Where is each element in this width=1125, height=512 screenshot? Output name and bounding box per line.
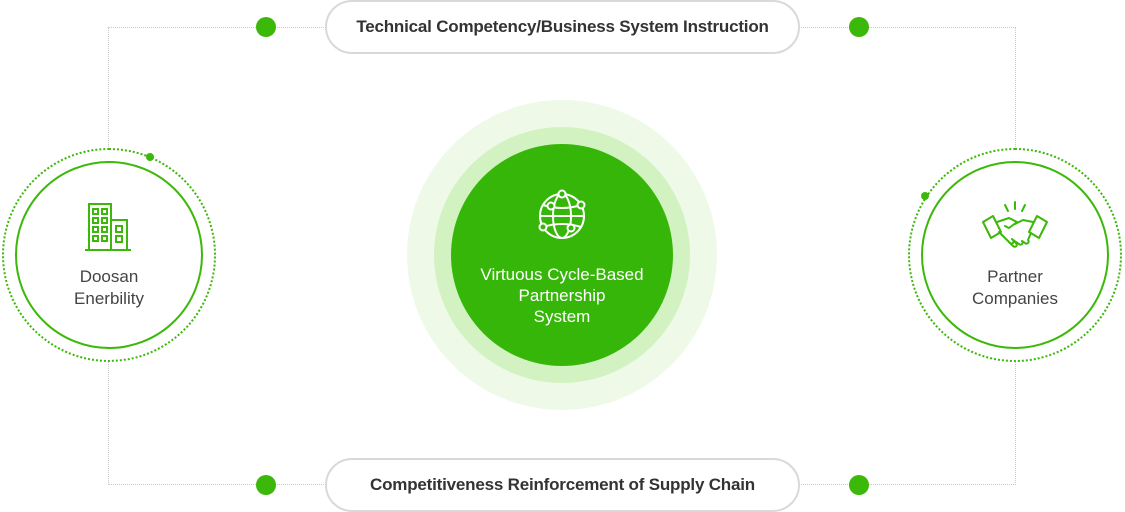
center-node: Virtuous Cycle-Based Partnership System xyxy=(451,144,673,366)
left-node-label: Doosan Enerbility xyxy=(74,267,144,308)
top-pill: Technical Competency/Business System Ins… xyxy=(325,0,800,54)
right-node-label: Partner Companies xyxy=(972,267,1058,308)
right-node-orbit-dot xyxy=(921,192,929,200)
top-pill-label: Technical Competency/Business System Ins… xyxy=(356,17,769,36)
globe-network-icon xyxy=(538,189,586,239)
handshake-icon xyxy=(982,201,1048,248)
connector-dot-top-right xyxy=(849,17,869,37)
bottom-pill-label: Competitiveness Reinforcement of Supply … xyxy=(370,475,755,494)
connector-dot-top-left xyxy=(256,17,276,37)
right-node: Partner Companies xyxy=(921,161,1109,349)
connector-dot-bottom-left xyxy=(256,475,276,495)
bottom-pill: Competitiveness Reinforcement of Supply … xyxy=(325,458,800,512)
center-node-label: Virtuous Cycle-Based Partnership System xyxy=(480,264,644,326)
left-node-orbit-dot xyxy=(146,153,154,161)
left-node: Doosan Enerbility xyxy=(15,161,203,349)
building-icon xyxy=(85,203,131,251)
connector-dot-bottom-right xyxy=(849,475,869,495)
